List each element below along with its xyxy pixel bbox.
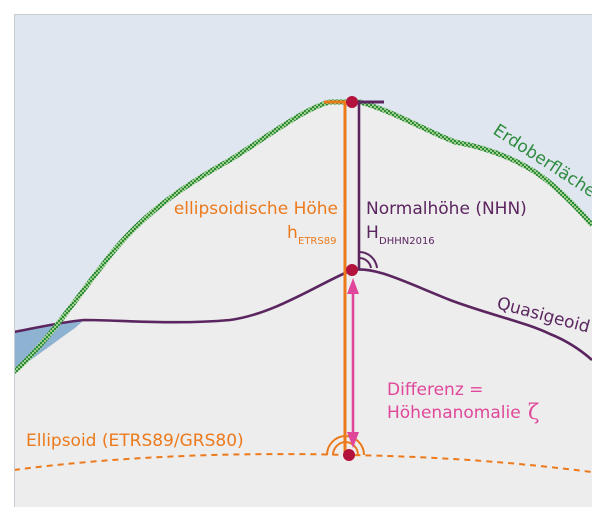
- earth-surface-line: [14, 99, 592, 374]
- ellipsoid-point: [343, 449, 355, 461]
- quasigeoid-right-angle-icon: [358, 250, 378, 269]
- ellipsoid-label: Ellipsoid (ETRS89/GRS80): [26, 431, 244, 451]
- ellipsoid-right-angle-icon: [325, 435, 365, 456]
- surface-point: [346, 96, 358, 108]
- normal-height-symbol: H: [366, 223, 379, 243]
- ellipsoidal-height-subscript: ETRS89: [298, 236, 336, 247]
- normal-height-subscript: DHHN2016: [379, 236, 435, 247]
- quasigeoid-point: [346, 264, 358, 276]
- height-anomaly-arrow: [347, 278, 359, 448]
- height-anomaly-label: Höhenanomalie: [387, 403, 521, 423]
- normal-height-label: Normalhöhe (NHN): [366, 199, 527, 219]
- ellipsoidal-height-symbol: h: [287, 223, 298, 243]
- ellipsoidal-height-label: ellipsoidische Höhe: [174, 199, 338, 219]
- height-anomaly-symbol: ζ: [528, 400, 539, 424]
- diagram-frame: [14, 14, 592, 507]
- water-body: [14, 320, 84, 372]
- ground-area: [14, 102, 592, 507]
- difference-label: Differenz =: [387, 380, 483, 400]
